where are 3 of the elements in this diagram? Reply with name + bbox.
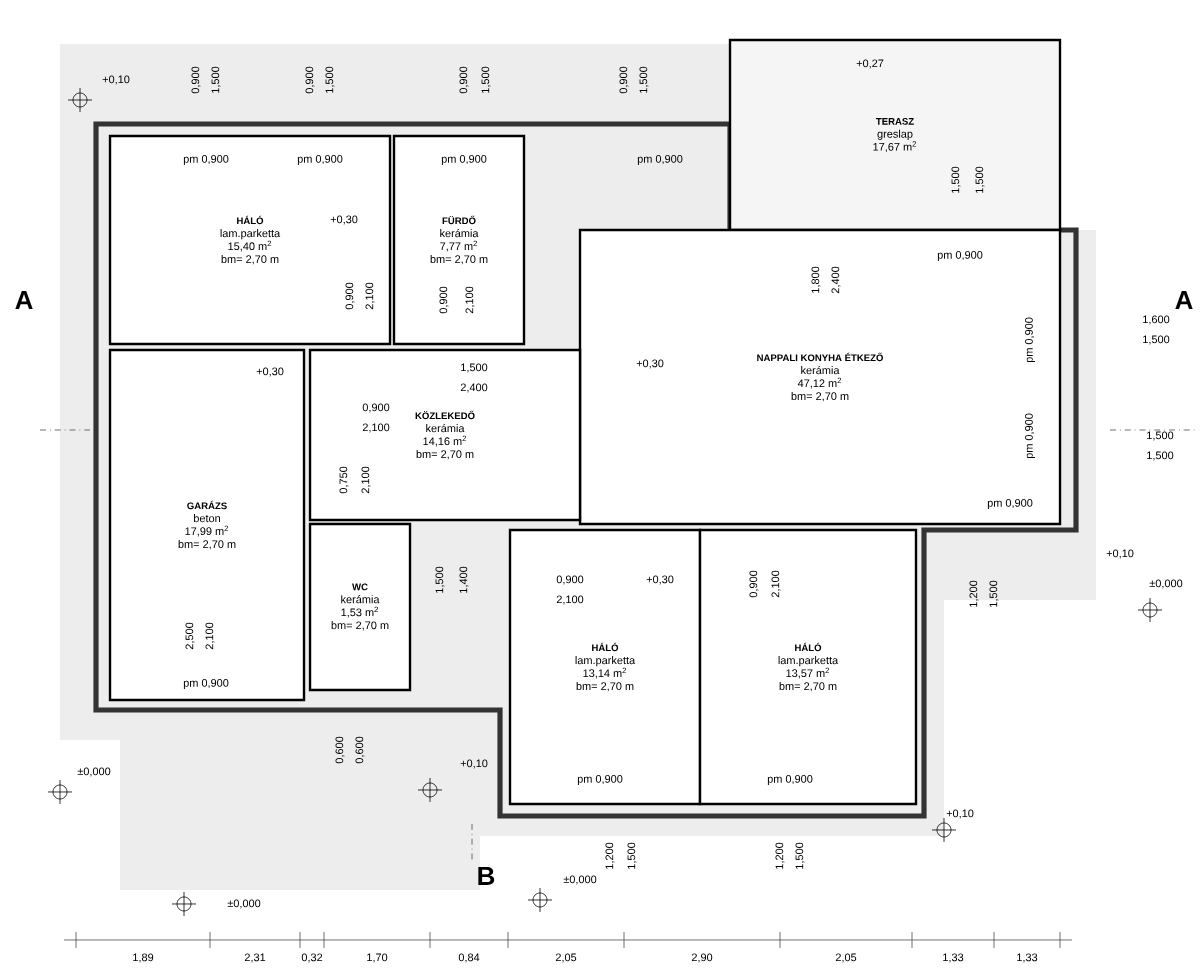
section-letter: A xyxy=(1175,291,1193,309)
section-letter: A xyxy=(15,291,33,309)
section-letter: B xyxy=(478,867,495,885)
